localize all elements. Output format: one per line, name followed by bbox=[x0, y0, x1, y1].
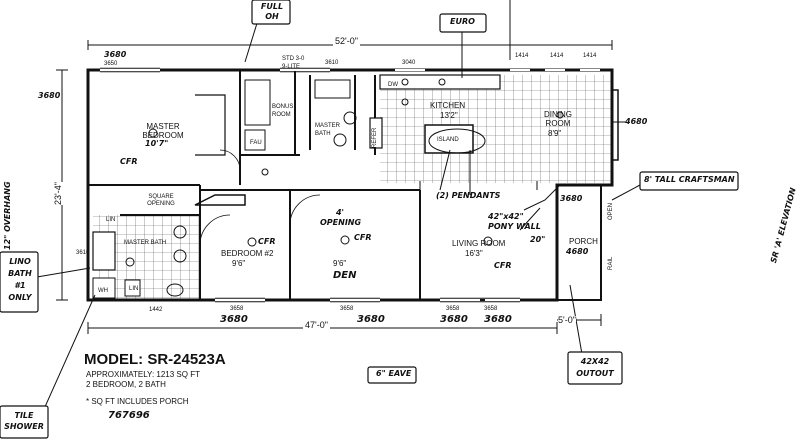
rail-label: RAIL bbox=[608, 256, 614, 270]
room-master-bedroom-size: 10'7" bbox=[145, 139, 169, 148]
win-top-left-sub: 3650 bbox=[104, 61, 118, 67]
note-full-oh: FULL OH bbox=[260, 2, 284, 21]
win-bottom-sub-4: 3658 bbox=[484, 306, 498, 312]
note-eave: 6" EAVE bbox=[376, 369, 412, 378]
win-bottom-4: 3680 bbox=[484, 314, 512, 325]
refer: REFER bbox=[372, 127, 378, 148]
tub bbox=[92, 231, 116, 271]
room-bonus: BONUS ROOM bbox=[272, 104, 294, 118]
kitchen-dining-tile bbox=[380, 75, 612, 183]
cfr-living: CFR bbox=[494, 261, 512, 270]
four-ft-opening: 4' OPENING bbox=[320, 208, 362, 227]
win-porch-top: 3680 bbox=[560, 194, 583, 203]
win-bottom-sub-1: 3658 bbox=[230, 306, 244, 312]
cfr-master: CFR bbox=[120, 157, 138, 166]
room-kitchen: KITCHEN bbox=[430, 101, 466, 110]
dim-depth: 23'-4" bbox=[53, 182, 63, 205]
win-bottom-sub-2: 3658 bbox=[340, 306, 354, 312]
note-overhang: 12" OVERHANG bbox=[3, 181, 12, 250]
win-dining-1: 1414 bbox=[515, 53, 529, 59]
note-pony-height: 20" bbox=[530, 235, 546, 244]
model-sqft: APPROXIMATELY: 1213 SQ FT bbox=[86, 370, 200, 379]
linen-lower: LIN bbox=[129, 286, 139, 292]
dim-overall-bottom: 47'-0" bbox=[303, 320, 330, 330]
win-dining-2: 1414 bbox=[550, 53, 564, 59]
room-master-bath-lower: MASTER BATH bbox=[124, 240, 167, 246]
euro-box bbox=[439, 13, 487, 33]
room-den: DEN bbox=[333, 270, 357, 281]
outout-box bbox=[567, 351, 623, 385]
full-oh-box bbox=[251, 0, 291, 25]
note-euro: EURO bbox=[450, 17, 475, 26]
room-living-size: 16'3" bbox=[465, 249, 483, 258]
model-note: * SQ FT INCLUDES PORCH bbox=[86, 397, 189, 406]
island-label: ISLAND bbox=[437, 137, 459, 143]
linen-upper: LIN bbox=[106, 217, 116, 223]
note-outout: 42X42 OUTOUT bbox=[576, 357, 614, 378]
open-label: OPEN bbox=[608, 202, 614, 220]
std-door-sub: 9-LITE bbox=[282, 64, 301, 70]
win-left: 3680 bbox=[38, 91, 61, 100]
dishwasher: DW bbox=[388, 82, 398, 88]
win-bottom-sub-3: 3658 bbox=[446, 306, 460, 312]
note-tile-shower: TILE SHOWER bbox=[4, 411, 44, 431]
room-living: LIVING ROOM bbox=[452, 239, 506, 248]
lino-box bbox=[0, 251, 39, 313]
craftsman-box bbox=[639, 171, 739, 191]
win-bottom-3: 3680 bbox=[440, 314, 468, 325]
model-rooms: 2 BEDROOM, 2 BATH bbox=[86, 380, 166, 389]
cfr-den: CFR bbox=[354, 233, 372, 242]
note-craftsman: 8' TALL CRAFTSMAN bbox=[644, 175, 735, 184]
note-pony-wall: 42"x42" PONY WALL bbox=[488, 212, 541, 231]
dim-overall-top: 52'-0" bbox=[333, 36, 360, 46]
std-door: STD 3-0 bbox=[282, 56, 305, 62]
win-bath-small: 1442 bbox=[149, 307, 163, 313]
room-dining-size: 8'9" bbox=[548, 129, 562, 138]
tile-box bbox=[0, 405, 49, 439]
model-title: MODEL: SR-24523A bbox=[84, 351, 226, 368]
room-bedroom2-size: 9'6" bbox=[232, 259, 246, 268]
room-dining: DINING ROOM bbox=[544, 110, 572, 128]
win-right: 4680 bbox=[625, 117, 648, 126]
room-bedroom2: BEDROOM #2 bbox=[221, 249, 274, 258]
furnace: FAU bbox=[250, 140, 262, 146]
dim-porch-width: 5'-0" bbox=[558, 315, 576, 325]
water-heater: WH bbox=[98, 288, 108, 294]
room-master-bath-upper: MASTER BATH bbox=[315, 123, 341, 137]
win-bottom-2: 3680 bbox=[357, 314, 385, 325]
note-lino: LINO BATH #1 ONLY bbox=[8, 257, 32, 302]
square-opening: SQUARE OPENING bbox=[147, 194, 175, 207]
room-kitchen-size: 13'2" bbox=[440, 111, 458, 120]
win-porch: 4680 bbox=[566, 247, 589, 256]
room-master-bedroom: MASTER BEDROOM bbox=[142, 122, 184, 140]
bay-window bbox=[612, 89, 619, 161]
win-lower-bath: 3610 bbox=[76, 250, 90, 256]
note-pendants: (2) PENDANTS bbox=[436, 191, 501, 200]
eave-box bbox=[367, 366, 417, 384]
win-bottom-1: 3680 bbox=[220, 314, 248, 325]
room-porch: PORCH bbox=[569, 237, 598, 246]
win-bath: 3610 bbox=[325, 60, 339, 66]
cfr-bedroom2: CFR bbox=[258, 237, 276, 246]
model-code: 767696 bbox=[108, 410, 150, 421]
win-dining-3: 1414 bbox=[583, 53, 597, 59]
win-kitchen: 3040 bbox=[402, 60, 416, 66]
win-top-left: 3680 bbox=[104, 50, 127, 59]
room-den-size: 9'6" bbox=[333, 259, 347, 268]
